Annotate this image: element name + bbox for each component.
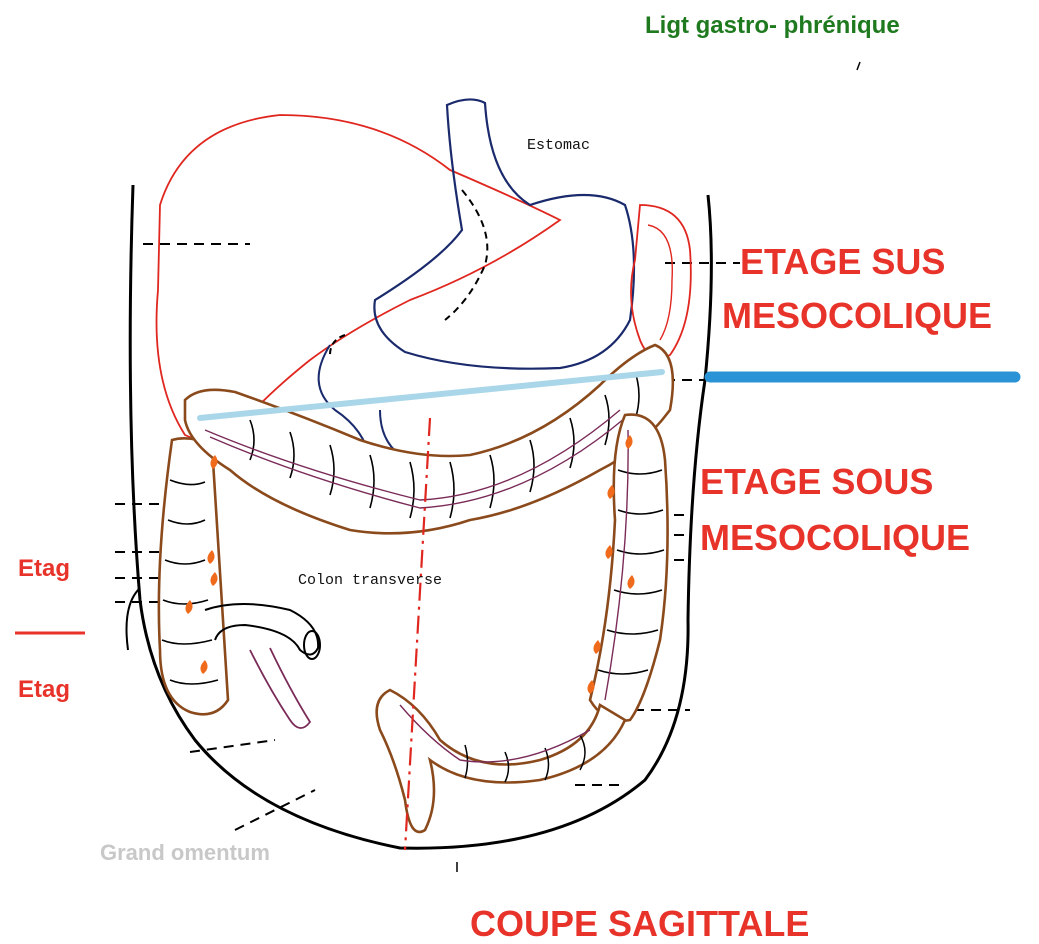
coupe-sagittale-label: COUPE SAGITTALE	[470, 898, 809, 944]
faded-omentum-label: Grand omentum	[100, 840, 370, 860]
spleen-outline	[631, 205, 691, 358]
ligament-label: Ligt gastro- phrénique	[645, 12, 900, 40]
etage-sous-label-line1: ETAGE SOUS	[700, 456, 933, 508]
estomac-label: Estomac	[527, 137, 590, 154]
ascending-colon	[159, 438, 228, 714]
tick-mark	[857, 62, 860, 70]
transverse-colon	[185, 345, 673, 533]
etage-sus-label-line2: MESOCOLIQUE	[722, 290, 992, 342]
stomach-outline	[374, 99, 634, 368]
appendix	[250, 648, 310, 728]
colon-transverse-label: Colon transverse	[298, 572, 442, 589]
lesser-curvature-line	[445, 190, 487, 320]
left-etage-top-label: Etag	[18, 555, 86, 583]
left-etage-bottom-label: Etag	[18, 676, 86, 704]
etage-sus-label-line1: ETAGE SUS	[740, 236, 945, 288]
spleen-inner	[648, 225, 672, 340]
etage-sous-label-line2: MESOCOLIQUE	[700, 512, 970, 564]
